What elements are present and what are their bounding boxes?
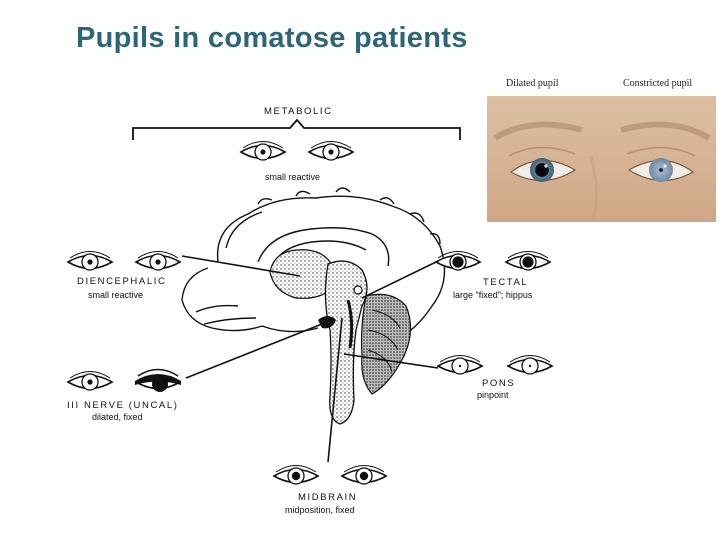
- midbrain-pointer: [327, 317, 343, 463]
- midbrain-label: MIDBRAIN: [298, 492, 357, 503]
- pons-desc: pinpoint: [477, 390, 509, 400]
- dilated-pupil-caption: Dilated pupil: [506, 78, 559, 89]
- brain-sagittal-section: [181, 187, 446, 341]
- tectal-pointer: [361, 261, 437, 299]
- diencephalic-right-eye-icon: [135, 250, 181, 271]
- tectal-right-eye-icon: [505, 250, 551, 271]
- third-nerve-label: III NERVE (UNCAL): [67, 400, 179, 411]
- third-nerve-left-eye-icon: [67, 370, 113, 391]
- metabolic-desc: small reactive: [265, 172, 320, 182]
- slide-title: Pupils in comatose patients: [76, 22, 468, 54]
- diencephalic-label: DIENCEPHALIC: [77, 276, 166, 287]
- tectal-label: TECTAL: [483, 277, 528, 288]
- brainstem: [324, 260, 368, 425]
- diencephalic-desc: small reactive: [88, 290, 143, 300]
- thalamus-region: [269, 249, 335, 299]
- pons-left-eye-icon: [437, 354, 483, 375]
- metabolic-label: METABOLIC: [264, 106, 333, 117]
- midbrain-desc: midposition, fixed: [285, 505, 355, 515]
- metabolic-bracket: [132, 118, 461, 140]
- pons-pointer: [343, 353, 439, 369]
- cerebellum: [360, 293, 412, 395]
- third-nerve-right-eye-icon: [134, 368, 182, 393]
- metabolic-left-eye-icon: [240, 140, 286, 161]
- diencephalic-pointer: [181, 255, 301, 277]
- tectal-desc: large "fixed"; hippus: [453, 290, 533, 300]
- constricted-pupil-caption: Constricted pupil: [623, 78, 693, 89]
- eyes-photo: [487, 96, 716, 222]
- midbrain-left-eye-icon: [273, 464, 319, 485]
- diencephalic-left-eye-icon: [67, 250, 113, 271]
- third-nerve-pointer: [185, 323, 323, 379]
- pons-label: PONS: [482, 378, 515, 389]
- pons-right-eye-icon: [507, 354, 553, 375]
- metabolic-right-eye-icon: [308, 140, 354, 161]
- third-nerve-desc: dilated, fixed: [92, 412, 143, 422]
- midbrain-right-eye-icon: [341, 464, 387, 485]
